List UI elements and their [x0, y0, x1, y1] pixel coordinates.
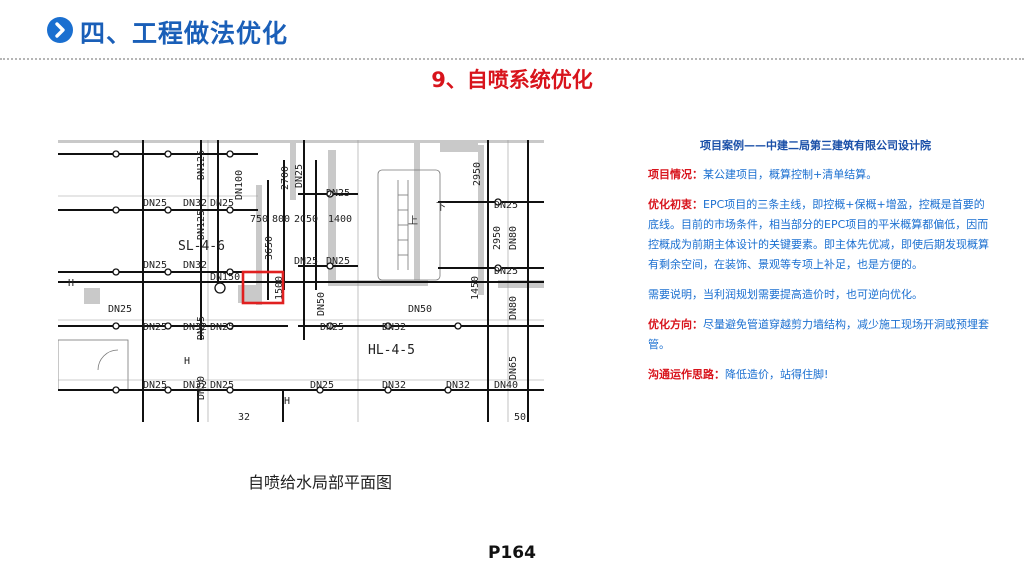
stair-label: 下	[436, 202, 446, 213]
dim-label: 1500	[274, 276, 285, 300]
direction-text: 尽量避免管道穿越剪力墙结构，减少施工现场开洞或预埋套管。	[648, 318, 989, 351]
page-number: P164	[488, 543, 536, 563]
pipe-label: DN25	[326, 256, 350, 267]
pipe-label: DN50	[316, 292, 327, 316]
note-paragraph: 需要说明，当利润规划需要提高造价时，也可逆向优化。	[648, 285, 993, 305]
pipe-label: DN25	[143, 260, 167, 271]
pipe-label: DN32	[183, 322, 207, 333]
idea-label: 沟通运作思路：	[648, 368, 725, 381]
pipe-label: DN25	[294, 164, 305, 188]
pipe-label: DN25	[320, 322, 344, 333]
pipe-label: H	[68, 278, 74, 289]
pipe-label: DN32	[446, 380, 470, 391]
pipe-label: DN25	[143, 380, 167, 391]
intent-paragraph: 优化初衷：EPC项目的三条主线，即控概+保概+增盈，控概是首要的底线。目前的市场…	[648, 195, 993, 275]
stair-label: 上	[408, 215, 418, 227]
chevron-right-circle-icon	[47, 17, 73, 43]
note-text: 需要说明，当利润规划需要提高造价时，也可逆向优化。	[648, 288, 923, 301]
pipe-label: DN100	[234, 170, 245, 200]
section-title: 四、工程做法优化	[80, 19, 289, 48]
pipe-label: DN25	[326, 188, 350, 199]
intent-text: EPC项目的三条主线，即控概+保概+增盈，控概是首要的底线。目前的市场条件，相当…	[648, 198, 989, 271]
idea-paragraph: 沟通运作思路：降低造价，站得住脚!	[648, 365, 993, 385]
pipe-label: DN32	[382, 322, 406, 333]
dim-label: 2700	[280, 166, 291, 190]
pipe-label: H	[284, 396, 290, 407]
pipe-label: DN50	[408, 304, 432, 315]
case-panel: 项目案例——中建二局第三建筑有限公司设计院 项目情况：某公建项目，概算控制+清单…	[648, 136, 993, 395]
situation-text: 某公建项目，概算控制+清单结算。	[703, 168, 878, 181]
pipe-label: DN25	[210, 198, 234, 209]
pipe-label: DN125	[196, 210, 207, 240]
header-divider	[0, 58, 1024, 60]
pipe-label: DN25	[210, 380, 234, 391]
dim-label: 1400	[328, 214, 352, 225]
direction-paragraph: 优化方向：尽量避免管道穿越剪力墙结构，减少施工现场开洞或预埋套管。	[648, 315, 993, 355]
pipe-label: DN32	[183, 380, 207, 391]
pipe-label: DN25	[310, 380, 334, 391]
pipe-label: DN25	[143, 198, 167, 209]
sprinkler-plan-drawing: DN25 DN32 DN25 DN25 DN32 DN150 DN25 DN25…	[58, 140, 544, 422]
pipe-label: DN32	[183, 198, 207, 209]
dim-label: 1450	[470, 276, 481, 300]
pipe-label: DN80	[508, 296, 519, 320]
pipe-label: H	[184, 356, 190, 367]
direction-label: 优化方向：	[648, 318, 703, 331]
situation-paragraph: 项目情况：某公建项目，概算控制+清单结算。	[648, 165, 993, 185]
pipe-label: DN25	[143, 322, 167, 333]
pipe-label: DN150	[210, 272, 240, 283]
situation-label: 项目情况：	[648, 168, 703, 181]
dim-label: 2950	[472, 162, 483, 186]
dim-label: 800	[272, 214, 290, 225]
intent-label: 优化初衷：	[648, 198, 703, 211]
pipe-label: DN65	[508, 356, 519, 380]
pipe-label: DN50	[196, 376, 207, 400]
dim-label: 3650	[264, 236, 275, 260]
slide-header: 四、工程做法优化	[0, 0, 1024, 62]
highlight-box	[241, 270, 285, 305]
pipe-label: DN32	[183, 260, 207, 271]
case-title: 项目案例——中建二局第三建筑有限公司设计院	[700, 139, 931, 152]
riser-label: SL-4-6	[178, 239, 225, 254]
pipe-label: DN25	[108, 304, 132, 315]
slide-subtitle: 9、自喷系统优化	[431, 68, 593, 92]
dim-label: 2950	[492, 226, 503, 250]
pipe-label: DN125	[196, 150, 207, 180]
pipe-label: DN25	[494, 266, 518, 277]
pipe-label: DN40	[494, 380, 518, 391]
pipe-label: DN65	[196, 316, 207, 340]
idea-text: 降低造价，站得住脚!	[725, 368, 829, 381]
pipe-label: DN80	[508, 226, 519, 250]
dim-label: 750	[250, 214, 268, 225]
dim-label: 2C50	[294, 214, 318, 225]
pipe-label: DN25	[494, 200, 518, 211]
pipe-label: DN25	[294, 256, 318, 267]
drawing-caption: 自喷给水局部平面图	[248, 473, 393, 492]
riser-label: HL-4-5	[368, 343, 415, 358]
pipe-label: DN32	[382, 380, 406, 391]
dim-label: 50	[514, 412, 526, 422]
dim-label: 32	[238, 412, 250, 422]
pipe-label: DN25	[210, 322, 234, 333]
